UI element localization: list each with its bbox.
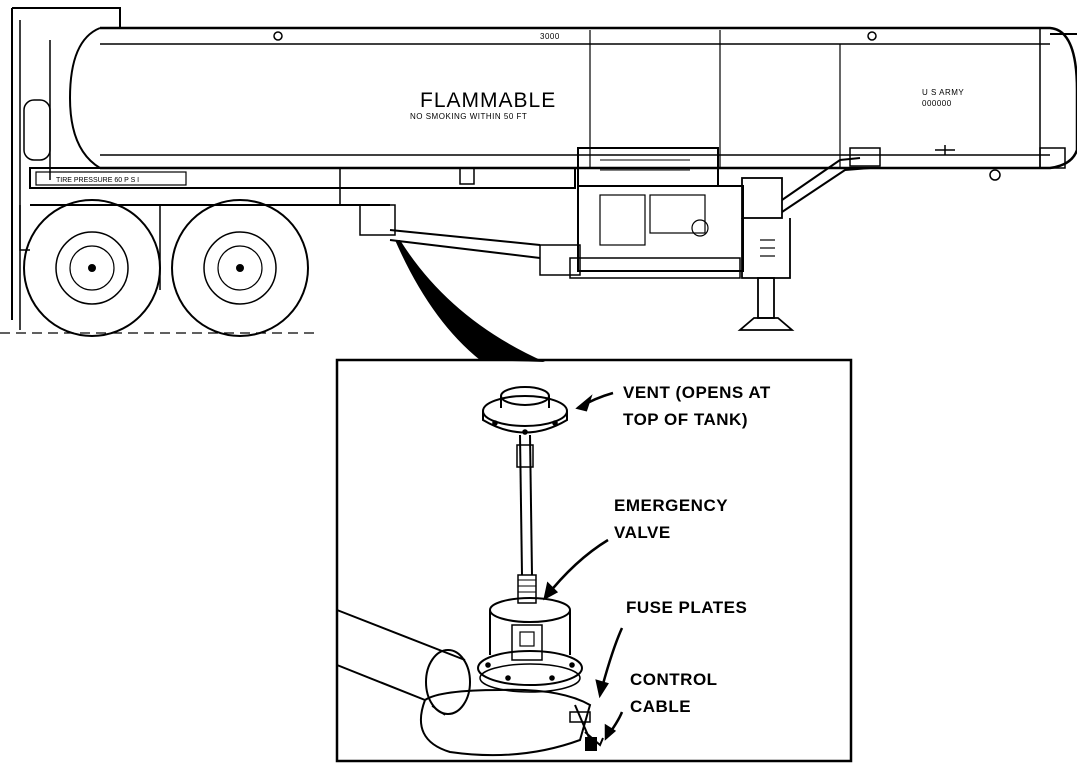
tank-serial-label: 000000 (922, 99, 952, 108)
tank-no-smoking-label: NO SMOKING WITHIN 50 FT (410, 112, 527, 121)
callout-fuse-plates: FUSE PLATES (626, 598, 747, 617)
zoom-wedge (395, 240, 545, 362)
detail-inset (335, 358, 853, 763)
wheel-front (23, 199, 161, 337)
wheel-rear (171, 199, 309, 337)
callout-emergency-line1: EMERGENCY (614, 496, 728, 515)
callout-control-line2: CABLE (630, 697, 691, 716)
callout-emergency-line2: VALVE (614, 523, 671, 542)
tank-owner-label: U S ARMY (922, 88, 964, 97)
vent (482, 386, 568, 435)
emergency-valve-body (477, 597, 583, 693)
tank-flammable-label: FLAMMABLE (420, 89, 556, 112)
tire-pressure-label: TIRE PRESSURE 60 P S I (56, 177, 139, 184)
tank-number-plate: 3000 (540, 32, 560, 41)
callout-control-line1: CONTROL (630, 670, 718, 689)
callout-vent-line2: TOP OF TANK) (623, 410, 748, 429)
callout-arrows (543, 391, 624, 741)
pump-module (539, 147, 744, 279)
fuse-plates-cable (569, 704, 604, 751)
callout-vent-line1: VENT (OPENS AT (623, 383, 771, 402)
discharge-pipe (336, 609, 592, 757)
tank-body (100, 26, 1077, 170)
tank-trailer (0, 7, 1077, 362)
inset-frame (335, 358, 853, 763)
